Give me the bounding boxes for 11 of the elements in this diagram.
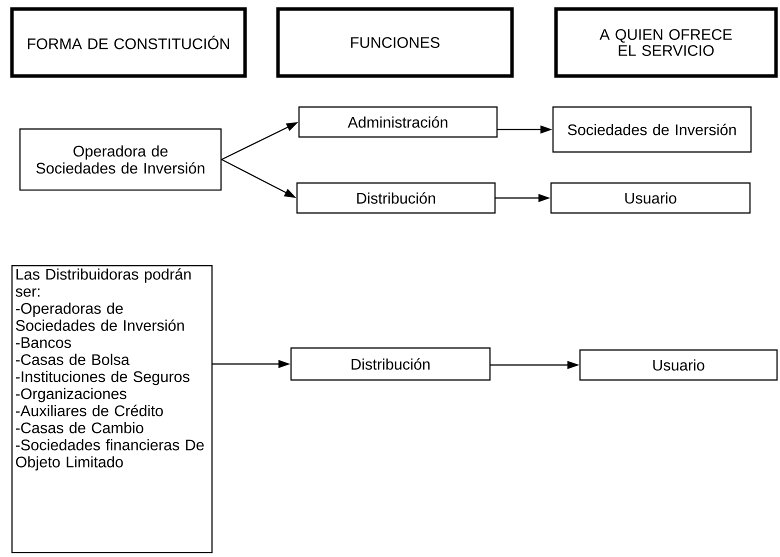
column-header-box: A QUIEN OFRECE EL SERVICIO <box>554 7 778 78</box>
process-box: Administración <box>298 106 498 138</box>
process-box: Distribución <box>296 182 496 214</box>
list-box: Las Distribuidoras podrán ser: -Operadoras de Sociedades de Inversión -Bancos -Casas de Bolsa -Instituciones de Seguros -Organizaciones -Auxiliares de Crédito -Casas de Cambio -Sociedades financieras De Objeto Limitado <box>11 265 213 554</box>
process-box: Distribución <box>290 347 491 381</box>
column-header-box: FUNCIONES <box>276 7 514 78</box>
process-box: Usuario <box>550 182 751 214</box>
process-box: Sociedades de Inversión <box>552 106 752 153</box>
column-header-box: FORMA DE CONSTITUCIÓN <box>10 7 247 78</box>
process-box: Usuario <box>579 349 778 381</box>
process-box: Operadora de Sociedades de Inversión <box>19 128 222 191</box>
